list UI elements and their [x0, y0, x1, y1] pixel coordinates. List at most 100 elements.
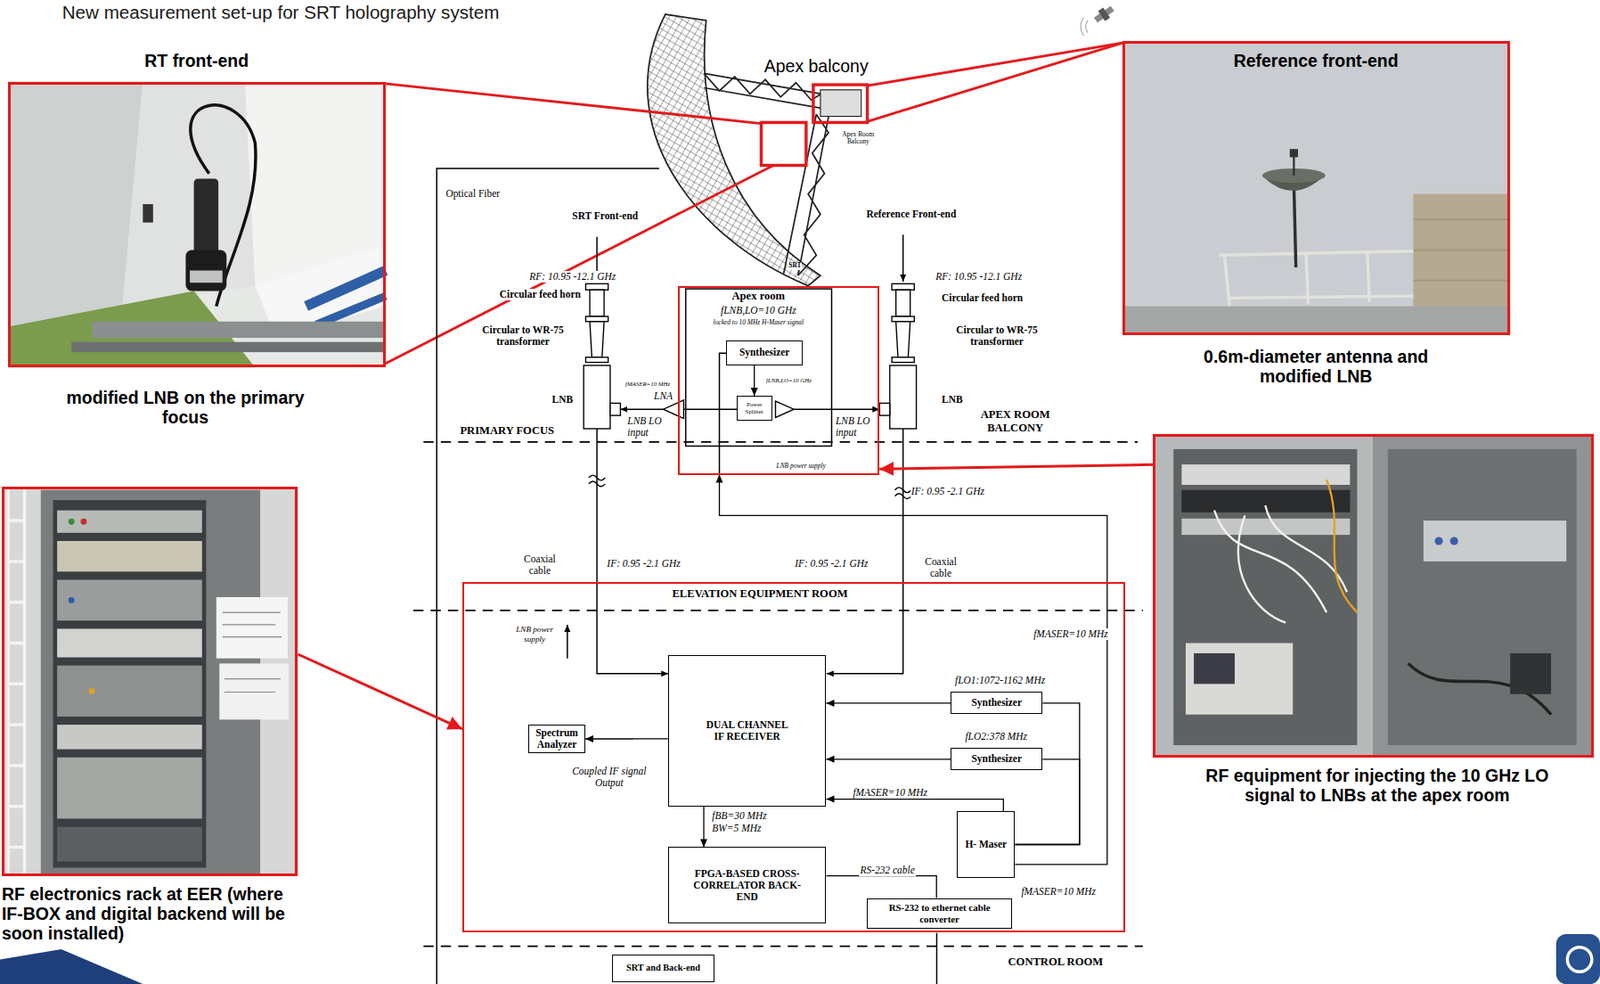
connector [585, 737, 669, 739]
satellite-icon [1080, 16, 1088, 36]
photo-rf-equipment [1185, 642, 1293, 714]
zone-divider [413, 609, 1143, 612]
node-label: DUAL CHANNEL IF RECEIVER [700, 718, 794, 743]
photo-rt-front-end [71, 342, 386, 352]
connector [753, 365, 756, 396]
node-text-group: FPGA-BASED CROSS-CORRELATOR BACK-END [687, 867, 808, 903]
annotation: Circular feed horn [940, 292, 1024, 304]
photo-rt-front-end [91, 321, 386, 338]
signal-wire [596, 428, 669, 674]
process-box: Power Splitter [736, 395, 773, 420]
process-box: Synthesizer [950, 747, 1043, 770]
photo-rf-rack [57, 540, 203, 572]
feed-chain [896, 321, 911, 358]
photo-rf-rack [89, 687, 96, 694]
text-slot: ELEVATION EQUIPMENT ROOM [462, 587, 1059, 600]
photo-callout: RF equipment for injecting the 10 GHz LO… [1152, 433, 1594, 758]
annotation: Coaxial cable [916, 555, 966, 580]
annotation: LNA [653, 390, 674, 402]
callout-leader [760, 122, 806, 165]
radio-telescope [703, 73, 822, 108]
edge-label-slot: fBB=30 MHz BW=5 MHz [710, 809, 783, 833]
annotation: APEX ROOM BALCONY [969, 408, 1062, 434]
process-box: Synthesizer [950, 691, 1043, 714]
process-box: DUAL CHANNEL IF RECEIVER [668, 654, 827, 807]
label-slot: fMASER=10 MHz [1020, 881, 1097, 898]
annotation: LNB power supply [775, 462, 827, 471]
signal-wire [620, 408, 663, 409]
signal-wire [719, 352, 727, 474]
callout-leader [813, 84, 868, 123]
photo-rf-equipment [1193, 653, 1235, 684]
node-heading: RF equipment for injecting the 10 GHz LO… [1193, 765, 1561, 806]
photo-rf-equipment [1510, 653, 1552, 694]
photo-rf-rack [57, 579, 203, 621]
label-slot: LNA [653, 386, 674, 403]
connector [879, 464, 1153, 469]
label-slot: fMASER=10 MHz [851, 783, 929, 800]
signal-wire [683, 408, 737, 409]
photo-rf-rack [57, 665, 203, 717]
feed-chain [889, 365, 917, 429]
text-slot: Apex room [685, 289, 832, 303]
photo-rf-equipment [1372, 433, 1595, 758]
label-slot: fLO2:378 MHz [963, 726, 1029, 743]
annotation: RF: 10.95 -12.1 GHz [528, 270, 617, 283]
photo-rt-front-end [8, 81, 143, 327]
amplifier-symbol [775, 400, 795, 417]
feed-chain [879, 402, 890, 416]
photo-rt-front-end [8, 81, 386, 368]
annotation: Apex Room Balcony [832, 130, 886, 147]
zone-divider [423, 945, 1143, 947]
radio-telescope [647, 14, 862, 286]
node-heading: RT front-end [8, 50, 386, 71]
node-label: Synthesizer [955, 696, 1039, 709]
feed-chain [583, 283, 916, 429]
feed-chain [589, 321, 605, 358]
photo-rf-equipment [1173, 448, 1357, 745]
radio-telescope [820, 89, 862, 117]
label-slot: APEX ROOM BALCONY [969, 408, 1062, 434]
photo-rf-equipment [1181, 518, 1350, 535]
label-slot: Coaxial cable [916, 555, 966, 580]
signal-wire [936, 932, 938, 984]
photo-rf-equipment [1181, 464, 1350, 485]
annotation: fMASER=10 MHz [851, 786, 929, 799]
photo-reference-front-end [1122, 40, 1511, 335]
photo-reference-front-end [1122, 306, 1511, 335]
node-label: Spectrum Analyzer [530, 726, 583, 751]
node-label: Synthesizer [730, 346, 800, 359]
annotation: Coupled IF signal Output [556, 765, 662, 789]
radio-telescope [647, 14, 821, 286]
slide-title: New measurement set-up for SRT holograph… [61, 1, 501, 24]
label-slot: SRT Front-end [563, 210, 646, 222]
photo-rf-rack [68, 596, 75, 604]
feed-chain [891, 316, 915, 322]
photo-reference-front-end [1293, 183, 1296, 268]
signal-wire [566, 624, 568, 659]
feed-chain [610, 402, 621, 416]
label-slot: Circular feed horn [464, 288, 582, 301]
satellite-icon [1093, 6, 1115, 24]
node-label: locked to 10 MHz H-Maser signal [685, 318, 832, 327]
node-heading: ELEVATION EQUIPMENT ROOM [462, 587, 1059, 600]
node-text-group: Power Splitter [738, 400, 771, 416]
photo-rt-front-end [142, 204, 153, 223]
process-box: FPGA-BASED CROSS-CORRELATOR BACK-END [668, 846, 827, 923]
photo-rf-rack [57, 757, 203, 819]
zone-divider [423, 440, 1138, 443]
node-text-group: H- Maser [961, 838, 1012, 850]
label-slot: LNB [551, 390, 575, 407]
node-heading: Reference front-end [1122, 50, 1511, 71]
callout-leader [867, 42, 1123, 122]
photo-rf-rack [1, 486, 298, 875]
photo-rf-rack [222, 612, 282, 692]
label-slot: Apex Room Balcony [832, 130, 886, 147]
text-slot: 0.6m-diameter antenna and modified LNB [1173, 346, 1460, 387]
slide-decoration [1556, 933, 1600, 984]
label-slot: LNB power supply [507, 624, 562, 644]
photo-reference-front-end [1219, 251, 1414, 307]
text-slot: Reference front-end [1122, 50, 1511, 71]
